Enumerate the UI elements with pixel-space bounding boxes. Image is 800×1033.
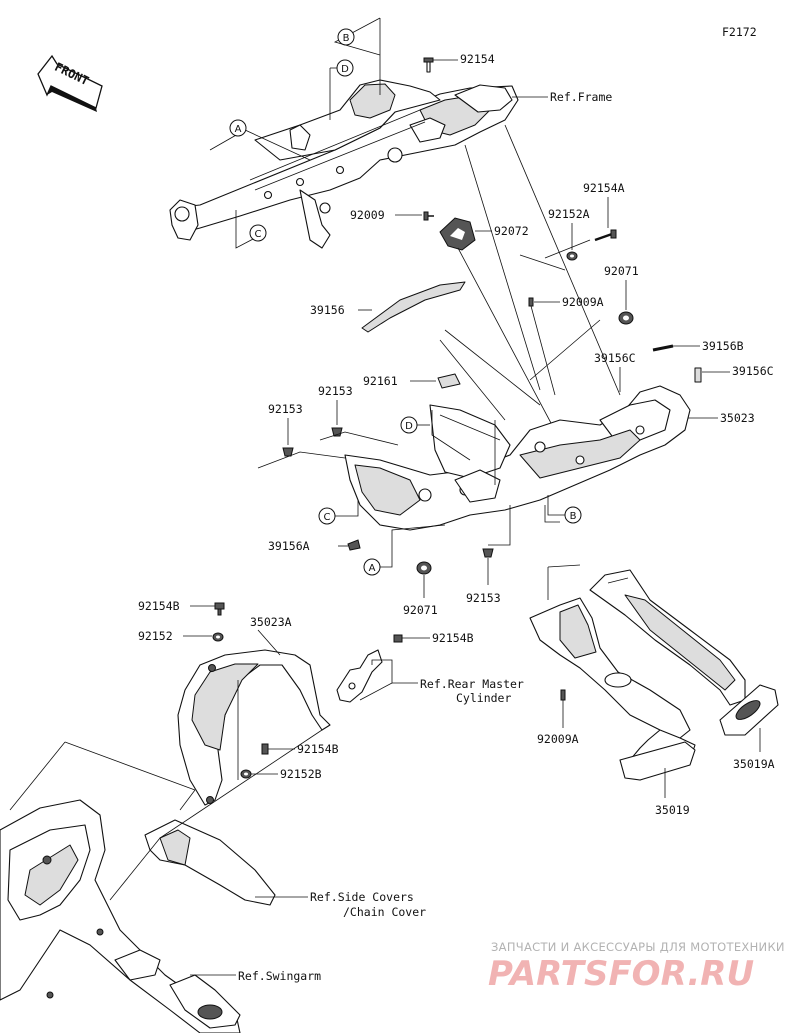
callout-c-mid: C — [318, 507, 336, 525]
grommet-92071-top — [618, 311, 634, 325]
watermark-brand: PARTSFOR.RU — [488, 954, 754, 994]
label-92154B-mid: 92154B — [432, 631, 474, 645]
svg-text:C: C — [255, 229, 262, 240]
label-39156B: 39156B — [702, 339, 744, 353]
label-92071-top: 92071 — [604, 264, 639, 278]
callout-a-mid: A — [363, 558, 381, 576]
label-92071-bottom: 92071 — [403, 603, 438, 617]
label-92153-b: 92153 — [318, 384, 353, 398]
svg-text:D: D — [341, 64, 349, 75]
label-35019: 35019 — [655, 803, 690, 817]
label-92009A-top: 92009A — [562, 295, 604, 309]
bolt-92154A — [594, 229, 617, 242]
label-92154-top: 92154 — [460, 52, 495, 66]
lower-frame-swingarm — [0, 799, 241, 1033]
bracket-35019 — [529, 597, 696, 781]
rear-cover-35023A — [177, 649, 331, 806]
label-92152A: 92152A — [548, 207, 590, 221]
svg-text:A: A — [235, 124, 242, 135]
label-92153-c: 92153 — [466, 591, 501, 605]
svg-text:D: D — [405, 421, 413, 432]
label-ref-swingarm: Ref.Swingarm — [238, 969, 321, 983]
side-cover-ref — [144, 819, 276, 906]
bolt-92154B-mid — [393, 634, 403, 643]
label-39156A: 39156A — [268, 539, 310, 553]
bolt-92009 — [423, 211, 434, 221]
label-ref-rear-master-1: Ref.Rear Master — [420, 677, 524, 691]
label-92152: 92152 — [138, 629, 173, 643]
bolt-92009A-top — [528, 297, 534, 307]
grommet-92071-bottom — [416, 561, 432, 575]
svg-text:A: A — [369, 563, 376, 574]
label-35023A: 35023A — [250, 615, 292, 629]
bolt-92154B-low — [261, 743, 269, 755]
bolt-92009A-bottom — [560, 689, 566, 701]
callout-b-top: B — [337, 28, 355, 46]
clamp-92072 — [439, 217, 476, 251]
label-ref-side-covers-1: Ref.Side Covers — [310, 890, 414, 904]
label-92072: 92072 — [494, 224, 529, 238]
washer-92152A — [566, 251, 578, 261]
callout-b-mid: B — [564, 506, 582, 524]
frame-assembly — [169, 79, 519, 249]
label-92154B-top: 92154B — [138, 599, 180, 613]
callout-a-top: A — [229, 119, 247, 137]
svg-text:C: C — [324, 512, 331, 523]
pad-92161 — [437, 373, 461, 389]
label-92161: 92161 — [363, 374, 398, 388]
bolt-92153-c — [482, 548, 494, 558]
label-92153-a: 92153 — [268, 402, 303, 416]
label-39156C-right: 39156C — [732, 364, 774, 378]
bolt-92154B-top — [214, 602, 225, 616]
front-arrow-icon: FRONT — [37, 54, 103, 112]
watermark-tagline: ЗАПЧАСТИ И АКСЕССУАРЫ ДЛЯ МОТОТЕХНИКИ — [491, 940, 785, 954]
pad-39156A — [347, 539, 361, 551]
label-ref-frame: Ref.Frame — [550, 90, 612, 104]
label-92154A: 92154A — [583, 181, 625, 195]
svg-text:B: B — [343, 33, 350, 44]
bracket-35019A — [589, 569, 779, 736]
callout-c-top: C — [249, 224, 267, 242]
rear-master-cylinder-bracket — [336, 649, 383, 703]
bolt-92154-top — [423, 57, 434, 73]
label-35023: 35023 — [720, 411, 755, 425]
label-92009: 92009 — [350, 208, 385, 222]
callout-d-top: D — [336, 59, 354, 77]
label-39156C-left: 39156C — [594, 351, 636, 365]
label-39156: 39156 — [310, 303, 345, 317]
seal-strip-39156 — [361, 281, 466, 333]
bolt-92153-a — [282, 447, 294, 457]
figure-code: F2172 — [722, 25, 757, 39]
callout-d-mid: D — [400, 416, 418, 434]
strip-39156B — [652, 344, 674, 352]
label-35019A: 35019A — [733, 757, 775, 771]
label-ref-rear-master-2: Cylinder — [456, 691, 511, 705]
svg-text:B: B — [570, 511, 577, 522]
washer-92152 — [212, 632, 224, 642]
label-92154B-low: 92154B — [297, 742, 339, 756]
label-92009A-bottom: 92009A — [537, 732, 579, 746]
strip-39156C-right — [694, 367, 702, 383]
label-92152B: 92152B — [280, 767, 322, 781]
label-ref-side-covers-2: /Chain Cover — [343, 905, 426, 919]
inner-fender-35023 — [344, 385, 691, 531]
washer-92152B — [240, 769, 252, 779]
